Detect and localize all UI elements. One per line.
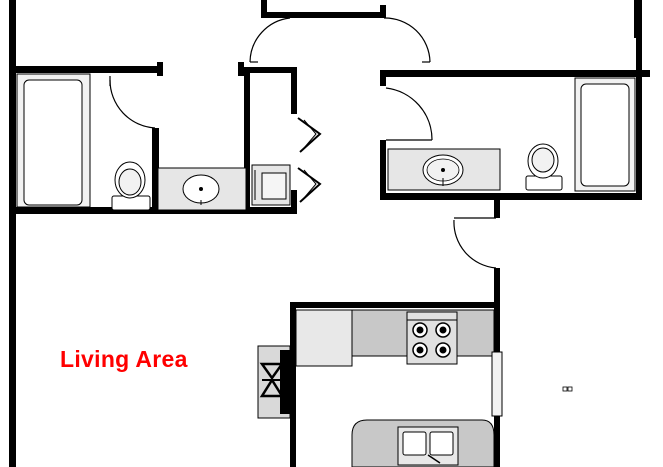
walls	[9, 0, 650, 467]
door-swings	[109, 17, 497, 269]
fireplace-icon	[257, 345, 291, 419]
stove-icon	[406, 311, 458, 365]
bathtub-icon	[574, 77, 636, 192]
outlet-icon	[562, 386, 573, 392]
door-swing-icon	[109, 79, 156, 129]
toilet-icon	[111, 161, 151, 211]
kitchen-sink-icon	[351, 419, 495, 467]
fridge-icon	[491, 351, 503, 417]
bathtub-icon	[16, 73, 91, 208]
room-label-living-area: Living Area	[60, 346, 188, 372]
door-swing-icon	[249, 17, 291, 63]
bifold-door-icon	[297, 117, 322, 203]
toilet-icon	[525, 143, 563, 191]
sink-icon	[387, 148, 501, 191]
door-swing-icon	[385, 87, 433, 141]
door-swing-icon	[453, 219, 497, 269]
sink-icon	[157, 167, 247, 211]
door-swing-icon	[383, 17, 431, 63]
washer-icon	[251, 164, 291, 206]
kitchen-counter	[295, 309, 495, 367]
